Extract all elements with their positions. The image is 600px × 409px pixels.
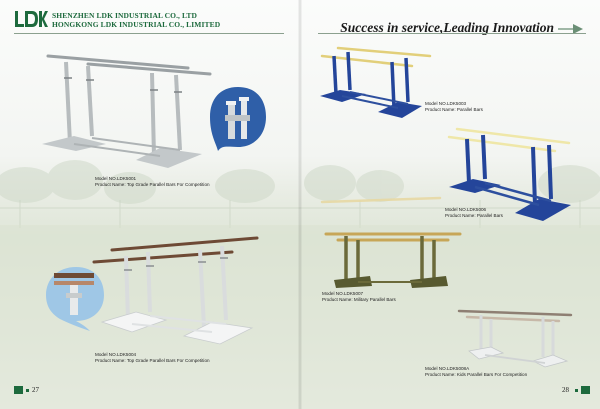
- page-dot-right: [575, 389, 578, 392]
- page-number-right: 28: [562, 386, 569, 394]
- caption-ldk5006: Model NO.LDK5006 Product Name: Parallel …: [445, 207, 503, 218]
- slogan: Success in service,Leading Innovation: [340, 20, 554, 35]
- product-image-ldk5003: [320, 46, 432, 118]
- caption-ldk5001: Model NO.LDK5001 Product Name: Top Grade…: [95, 176, 210, 187]
- model-number: Model NO.LDK5006: [445, 207, 487, 212]
- product-name: Product Name: Parallel Bars: [425, 106, 483, 112]
- arrow-right-icon: [558, 24, 583, 34]
- product-name: Product Name: Military Parallel Bars: [322, 296, 396, 302]
- page-number-left: 27: [32, 386, 39, 394]
- product-name: Product Name: Top Grade Parallel Bars Fo…: [95, 181, 210, 187]
- page-gutter: [298, 0, 302, 409]
- product-image-ldk5004: [92, 236, 259, 345]
- header-rule-left: [14, 33, 284, 34]
- caption-ldk5004: Model NO.LDK5004 Product Name: Top Grade…: [95, 352, 210, 363]
- callout-detail-ldk5004: [46, 267, 104, 331]
- model-number: Model NO.LDK5007: [322, 291, 364, 296]
- model-number: Model NO.LDK5003: [425, 101, 467, 106]
- product-image-ldk5008a: [457, 309, 573, 368]
- ldk-logo-icon: [15, 11, 48, 27]
- company-name-shenzhen: SHENZHEN LDK INDUSTRIAL CO., LTD: [52, 11, 198, 20]
- model-number: Model NO.LDK5008A: [425, 366, 470, 371]
- caption-ldk5003: Model NO.LDK5003 Product Name: Parallel …: [425, 101, 483, 112]
- company-name-hongkong: HONGKONG LDK INDUSTRIAL CO., LIMITED: [52, 19, 221, 29]
- header-rule-right: [318, 33, 586, 34]
- caption-ldk5007: Model NO.LDK5007 Product Name: Military …: [322, 291, 396, 302]
- page-marker-right: [581, 386, 590, 394]
- product-image-ldk5001: [42, 54, 212, 168]
- product-name: Product Name: Parallel Bars: [445, 212, 503, 218]
- caption-ldk5008a: Model NO.LDK5008A Product Name: Kids Par…: [425, 366, 527, 377]
- page-dot-left: [26, 389, 29, 392]
- callout-detail-ldk5001: [210, 87, 266, 151]
- product-image-ldk5006: [447, 127, 571, 221]
- model-number: Model NO.LDK5001: [95, 176, 137, 181]
- product-image-ldk5007: [320, 196, 462, 288]
- product-name: Product Name: Kids Parallel Bars For Com…: [425, 371, 528, 377]
- model-number: Model NO.LDK5004: [95, 352, 137, 357]
- company-names: SHENZHEN LDK INDUSTRIAL CO., LTD HONGKON…: [52, 11, 221, 29]
- product-name: Product Name: Top Grade Parallel Bars Fo…: [95, 357, 210, 363]
- page-marker-left: [14, 386, 23, 394]
